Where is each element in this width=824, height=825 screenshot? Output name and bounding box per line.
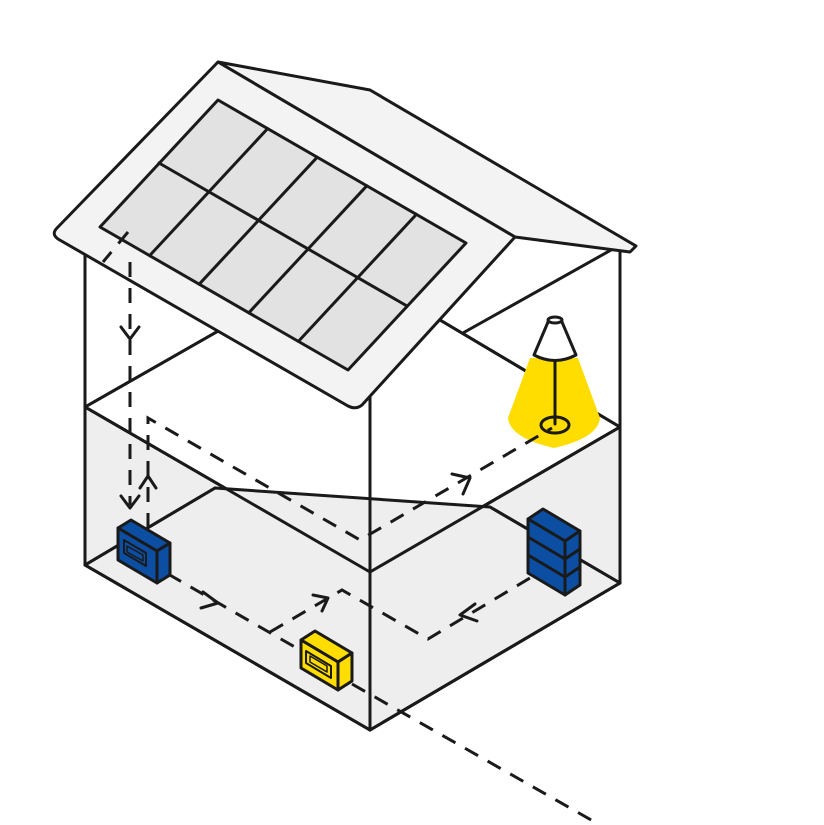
arrow-head-icon [119, 494, 141, 510]
arrow-head-icon [199, 590, 220, 610]
floor-lamp-icon [508, 315, 600, 448]
lamp-base [539, 415, 571, 435]
inverter-icon [116, 518, 172, 585]
battery-stack-icon [526, 507, 582, 597]
energy-meter-icon [299, 629, 354, 692]
house-structure [83, 238, 622, 732]
arrow-head-icon [458, 602, 479, 623]
arrow-head-icon [138, 474, 158, 490]
energy-flow [101, 231, 601, 825]
lamp-shade [532, 320, 578, 362]
solar-panels-icon [98, 98, 468, 372]
arrow-head-icon [119, 325, 141, 341]
arrow-head-icon [311, 593, 330, 613]
arrow-head-icon [450, 472, 472, 496]
